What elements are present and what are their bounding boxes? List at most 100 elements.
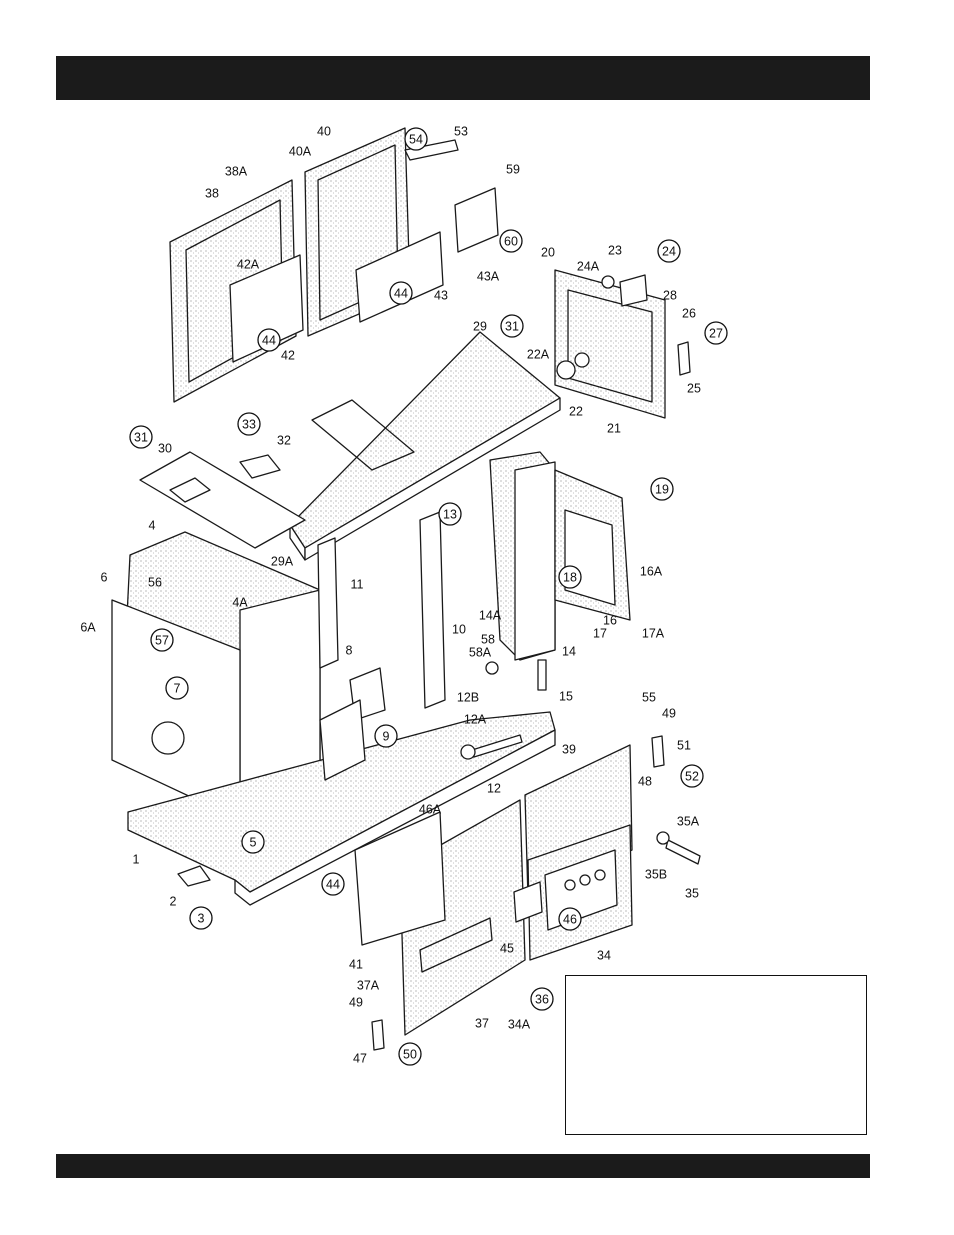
- callout-text: 40A: [289, 145, 312, 159]
- callout-text: 12A: [464, 713, 487, 727]
- callout-31a: 31: [501, 315, 523, 337]
- callout-9: 9: [375, 725, 397, 747]
- callout-19: 19: [651, 478, 673, 500]
- callout-23: 23: [608, 244, 622, 258]
- callout-42A: 42A: [237, 258, 260, 272]
- callout-text: 25: [687, 382, 701, 396]
- callout-text: 58: [481, 633, 495, 647]
- callout-37: 37: [475, 1017, 489, 1031]
- callout-2: 2: [170, 895, 177, 909]
- callout-text: 31: [505, 320, 519, 334]
- callout-text: 30: [158, 442, 172, 456]
- callout-35B: 35B: [645, 868, 667, 882]
- footer-bar: [56, 1154, 870, 1178]
- callout-text: 47: [353, 1052, 367, 1066]
- bolt-15: [538, 660, 546, 690]
- callout-21: 21: [607, 422, 621, 436]
- callout-text: 49: [349, 996, 363, 1010]
- hinge-48: [652, 736, 664, 767]
- callout-text: 16A: [640, 565, 663, 579]
- callout-text: 59: [506, 163, 520, 177]
- callout-4A: 4A: [232, 596, 248, 610]
- callout-17A: 17A: [642, 627, 665, 641]
- callout-text: 24: [662, 245, 676, 259]
- callout-4: 4: [149, 519, 156, 533]
- callout-text: 56: [148, 576, 162, 590]
- callout-text: 34A: [508, 1018, 531, 1032]
- callout-text: 44: [326, 878, 340, 892]
- callout-text: 38A: [225, 165, 248, 179]
- callout-37A: 37A: [357, 979, 380, 993]
- callout-45: 45: [500, 942, 514, 956]
- callout-18: 18: [559, 566, 581, 588]
- callout-text: 43: [434, 289, 448, 303]
- callout-49b: 49: [349, 996, 363, 1010]
- callout-32: 32: [277, 434, 291, 448]
- callout-text: 57: [155, 634, 169, 648]
- callout-text: 18: [563, 571, 577, 585]
- callout-text: 48: [638, 775, 652, 789]
- callout-24A: 24A: [577, 260, 600, 274]
- callout-17: 17: [593, 627, 607, 641]
- callout-text: 42: [281, 349, 295, 363]
- callout-39: 39: [562, 743, 576, 757]
- post-11: [318, 538, 338, 668]
- callout-text: 4A: [232, 596, 248, 610]
- callout-text: 10: [452, 623, 466, 637]
- callout-3: 3: [190, 907, 212, 929]
- callout-text: 14: [562, 645, 576, 659]
- callout-text: 41: [349, 958, 363, 972]
- callout-34A: 34A: [508, 1018, 531, 1032]
- callout-16A: 16A: [640, 565, 663, 579]
- callout-text: 26: [682, 307, 696, 321]
- callout-text: 45: [500, 942, 514, 956]
- callout-49a: 49: [662, 707, 676, 721]
- callout-text: 35A: [677, 815, 700, 829]
- callout-14: 14: [562, 645, 576, 659]
- callout-56: 56: [148, 576, 162, 590]
- callout-text: 20: [541, 246, 555, 260]
- callout-text: 14A: [479, 609, 502, 623]
- callout-text: 46: [563, 913, 577, 927]
- callout-14A: 14A: [479, 609, 502, 623]
- callout-text: 35: [685, 887, 699, 901]
- callout-text: 42A: [237, 258, 260, 272]
- callout-text: 33: [242, 418, 256, 432]
- callout-text: 32: [277, 434, 291, 448]
- callout-12: 12: [487, 782, 501, 796]
- callout-33: 33: [238, 413, 260, 435]
- callout-12B: 12B: [457, 691, 479, 705]
- callout-text: 28: [663, 289, 677, 303]
- callout-text: 21: [607, 422, 621, 436]
- callout-text: 53: [454, 125, 468, 139]
- callout-text: 54: [409, 133, 423, 147]
- callout-27: 27: [705, 322, 727, 344]
- callout-52: 52: [681, 765, 703, 787]
- callout-text: 11: [351, 578, 364, 592]
- callout-text: 22A: [527, 348, 550, 362]
- callout-text: 29: [473, 320, 487, 334]
- callout-6: 6: [101, 571, 108, 585]
- callout-46: 46: [559, 908, 581, 930]
- callout-text: 23: [608, 244, 622, 258]
- foot-2: [178, 866, 210, 886]
- callout-text: 24A: [577, 260, 600, 274]
- callout-text: 31: [134, 431, 148, 445]
- callout-5: 5: [242, 831, 264, 853]
- callout-text: 8: [346, 644, 353, 658]
- round-hole: [152, 722, 184, 754]
- callout-text: 6A: [80, 621, 96, 635]
- callout-text: 29A: [271, 555, 294, 569]
- hinge-25: [678, 342, 690, 375]
- callout-text: 12B: [457, 691, 479, 705]
- callout-text: 1: [133, 853, 140, 867]
- callout-38A: 38A: [225, 165, 248, 179]
- callout-text: 5: [250, 836, 257, 850]
- callout-text: 22: [569, 405, 583, 419]
- callout-text: 7: [174, 682, 181, 696]
- callout-58: 58: [481, 633, 495, 647]
- callout-text: 34: [597, 949, 611, 963]
- callout-text: 49: [662, 707, 676, 721]
- callout-15: 15: [559, 690, 573, 704]
- callout-text: 44: [262, 334, 276, 348]
